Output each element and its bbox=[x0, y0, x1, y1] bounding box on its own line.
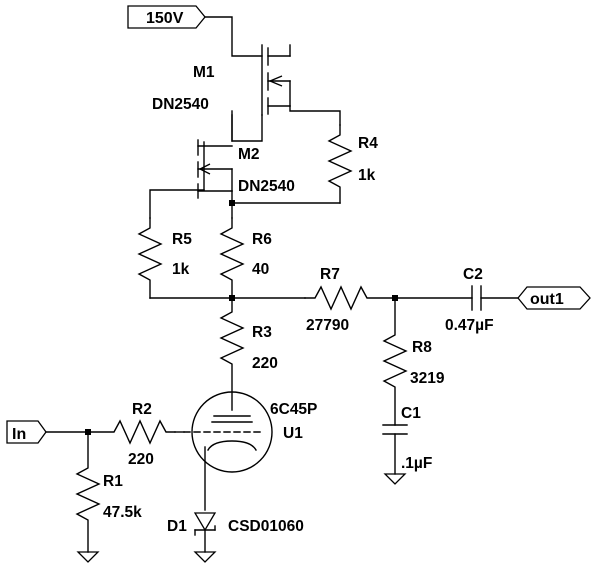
resistor-r3 bbox=[219, 297, 245, 411]
output-port: out1 bbox=[517, 286, 591, 310]
wire-supply bbox=[204, 16, 263, 57]
capacitor-c2 bbox=[471, 285, 519, 311]
u1-value: 6C45P bbox=[270, 401, 317, 418]
supply-port: 150V bbox=[127, 5, 206, 29]
wire-m1-gate bbox=[231, 114, 263, 142]
resistor-r6 bbox=[219, 217, 245, 299]
input-port: In bbox=[6, 420, 47, 444]
r4-value: 1k bbox=[358, 167, 376, 184]
r8-value: 3219 bbox=[410, 370, 445, 387]
m1-ref: M1 bbox=[193, 64, 215, 81]
r3-ref: R3 bbox=[252, 324, 272, 341]
resistor-r5 bbox=[137, 217, 163, 299]
mosfet-m2 bbox=[197, 110, 233, 199]
r5-ref: R5 bbox=[172, 231, 192, 248]
r7-value: 27790 bbox=[306, 317, 349, 334]
wire-m1-source-r4 bbox=[289, 105, 341, 126]
r6-ref: R6 bbox=[252, 231, 272, 248]
r1-value: 47.5k bbox=[103, 504, 142, 521]
junction-m2-source bbox=[229, 200, 235, 206]
capacitor-c1 bbox=[382, 424, 408, 475]
ground-c1 bbox=[383, 473, 407, 485]
m2-ref: M2 bbox=[238, 146, 260, 163]
wire-m2-gate-r5 bbox=[149, 189, 205, 219]
c2-ref: C2 bbox=[463, 266, 483, 283]
c1-value: .1µF bbox=[401, 455, 432, 472]
resistor-r7 bbox=[304, 285, 396, 311]
r2-value: 220 bbox=[128, 451, 154, 468]
r2-ref: R2 bbox=[132, 401, 152, 418]
diode-d1 bbox=[193, 512, 217, 553]
d1-ref: D1 bbox=[167, 518, 187, 535]
u1-ref: U1 bbox=[283, 425, 303, 442]
r8-ref: R8 bbox=[412, 339, 432, 356]
output-port-label: out1 bbox=[530, 291, 564, 308]
mosfet-m1 bbox=[261, 44, 291, 116]
c1-ref: C1 bbox=[401, 405, 421, 422]
input-port-label: In bbox=[12, 426, 26, 443]
ground-d1 bbox=[193, 551, 217, 563]
c2-value: 0.47µF bbox=[445, 317, 494, 334]
r6-value: 40 bbox=[252, 261, 269, 278]
m2-value: DN2540 bbox=[238, 178, 295, 195]
ground-r1 bbox=[76, 551, 100, 563]
r5-value: 1k bbox=[172, 261, 190, 278]
resistor-r8 bbox=[382, 297, 408, 426]
r3-value: 220 bbox=[252, 355, 278, 372]
resistor-r1 bbox=[75, 431, 101, 553]
r1-ref: R1 bbox=[103, 473, 123, 490]
resistor-r4 bbox=[327, 124, 353, 204]
supply-port-label: 150V bbox=[146, 10, 184, 27]
r7-ref: R7 bbox=[320, 266, 340, 283]
r4-ref: R4 bbox=[358, 135, 378, 152]
d1-value: CSD01060 bbox=[228, 518, 304, 535]
m1-value: DN2540 bbox=[152, 96, 209, 113]
triode-u1 bbox=[174, 391, 273, 511]
resistor-r2 bbox=[87, 419, 176, 445]
